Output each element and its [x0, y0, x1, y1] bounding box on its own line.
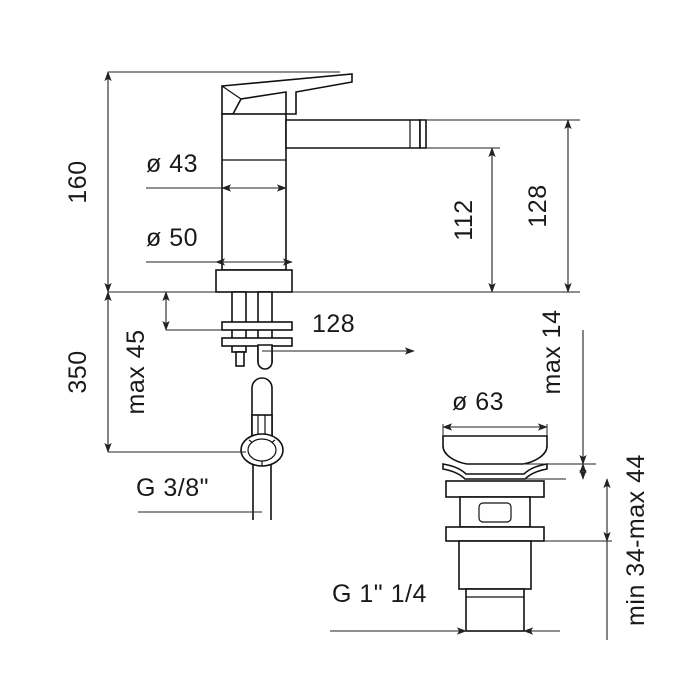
dimension-label-160: 160	[64, 160, 92, 203]
dimension-label-g114: G 1" 1/4	[332, 580, 427, 608]
dimension-group-left: 160 350	[64, 71, 340, 453]
dimension-group-spout-heights: 112 128	[292, 119, 580, 293]
dimension-label-dia-50: ø 50	[146, 224, 198, 252]
dimension-label-dia-63: ø 63	[452, 388, 504, 416]
drain-assembly	[442, 435, 548, 632]
dimension-label-reach-128: 128	[312, 310, 355, 338]
label-group-drain-thread: G 1" 1/4	[330, 580, 560, 635]
faucet-base-flange	[215, 269, 293, 293]
dimension-label-350: 350	[64, 350, 92, 393]
dimension-label-g38: G 3/8"	[136, 474, 209, 502]
faucet-body-column	[221, 113, 287, 271]
dimension-group-max-45: max 45	[122, 291, 222, 415]
dimension-label-range-34-44: min 34-max 44	[622, 454, 650, 626]
dimension-label-max-45: max 45	[122, 330, 150, 415]
dimension-label-dia-43: ø 43	[146, 150, 198, 178]
label-group-inlet-thread: G 3/8"	[136, 474, 262, 513]
faucet-spout-arm	[285, 119, 427, 149]
dimension-label-128-height: 128	[524, 184, 552, 227]
dimension-group-diameters: ø 43 ø 50	[146, 150, 293, 266]
dimension-group-max-14: max 14	[523, 310, 596, 480]
dimension-label-112: 112	[450, 199, 478, 240]
dimension-group-range-34-44: min 34-max 44	[544, 454, 650, 640]
faucet-flexible-hose	[240, 377, 284, 520]
dimension-group-reach-128: 128	[262, 310, 415, 355]
dimension-label-max-14: max 14	[538, 310, 566, 395]
dimension-group-dia-63: ø 63	[442, 388, 548, 436]
faucet-shank-and-fixing	[221, 291, 293, 370]
faucet-assembly	[215, 73, 427, 520]
